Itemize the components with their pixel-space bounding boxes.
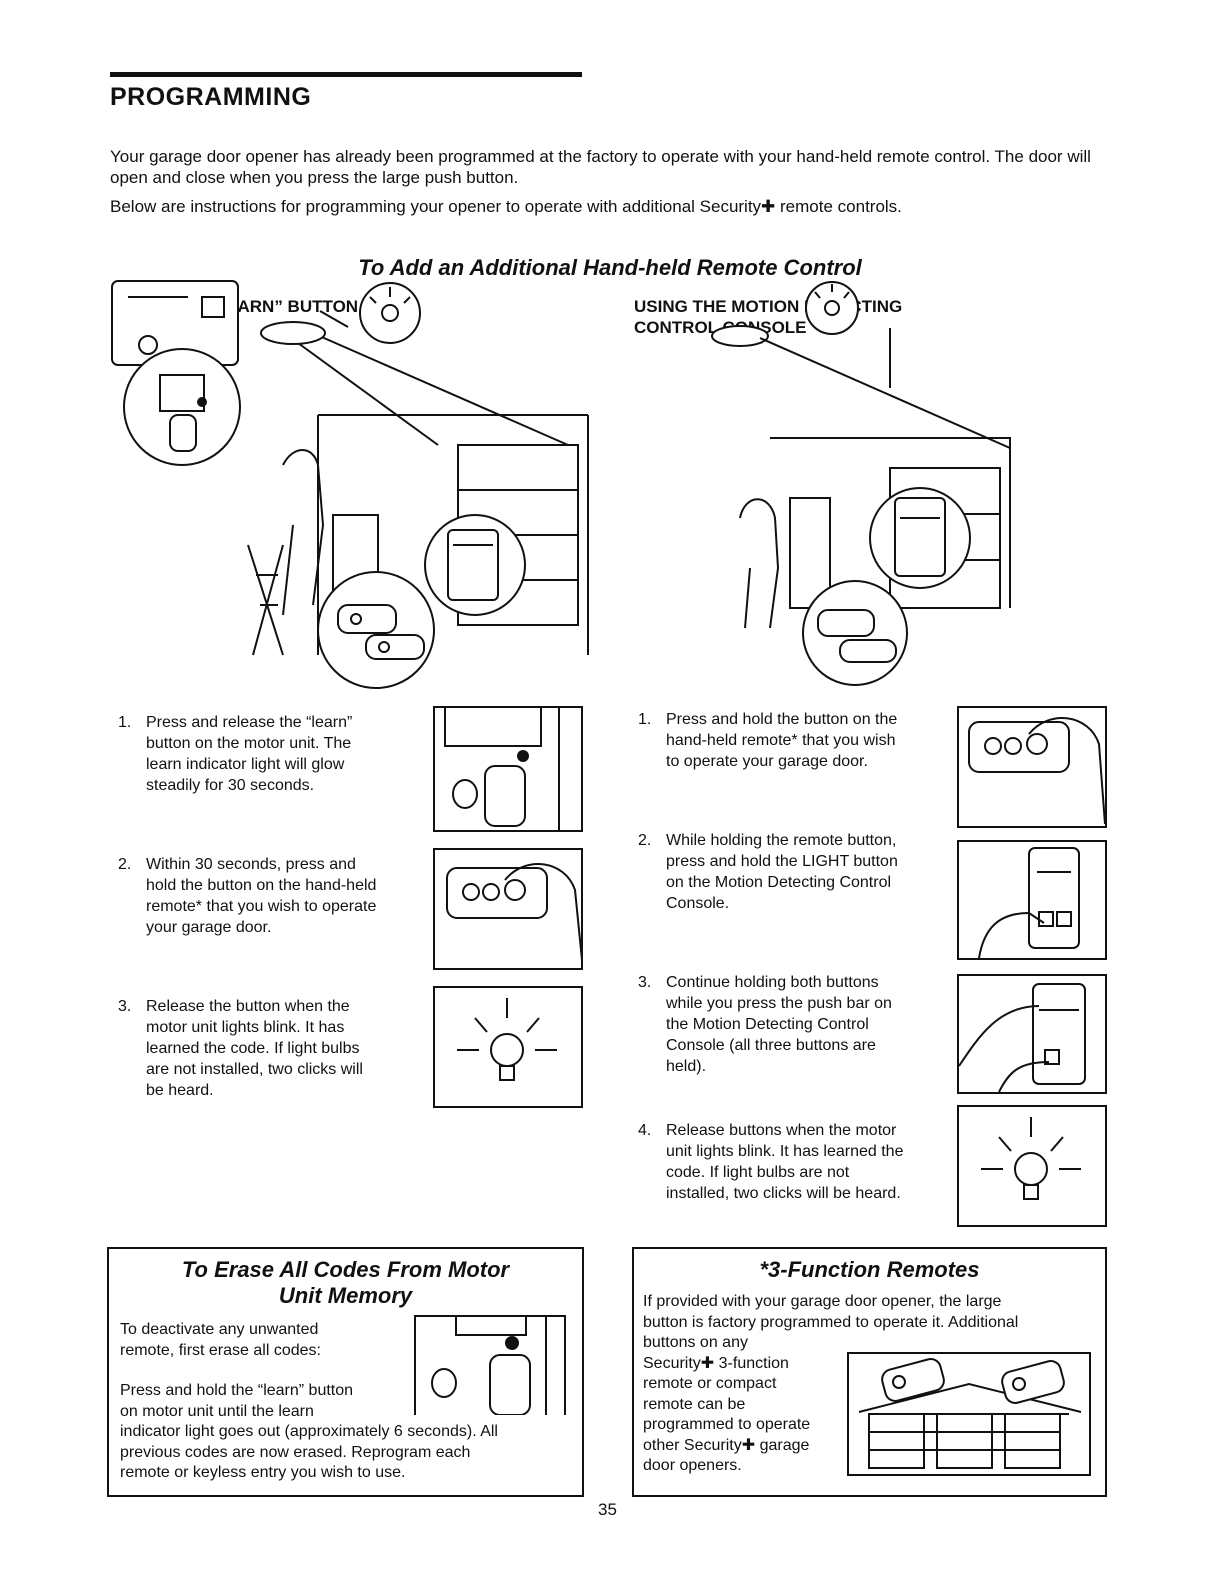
step-line: learned the code. If light bulbs bbox=[146, 1040, 360, 1057]
page-title: PROGRAMMING bbox=[110, 83, 312, 111]
console-light-button-image bbox=[957, 840, 1107, 960]
learn-button-illustration bbox=[108, 275, 598, 690]
step-number: 1. bbox=[118, 714, 132, 731]
erase-panel-title-1: To Erase All Codes From Motor bbox=[181, 1257, 510, 1282]
console-step-3: 3. Continue holding both buttons while y… bbox=[638, 972, 948, 1082]
step-number: 1. bbox=[638, 711, 652, 728]
step-line: Press and hold the button on the bbox=[666, 711, 898, 728]
step-line: installed, two clicks will be heard. bbox=[666, 1185, 901, 1202]
erase-line: Press and hold the “learn” button bbox=[120, 1382, 354, 1399]
intro-paragraph-2: Below are instructions for programming y… bbox=[110, 197, 902, 216]
step-line: hold the button on the hand-held bbox=[146, 877, 377, 894]
learn-step-1: 1. Press and release the “learn” button … bbox=[118, 712, 418, 812]
step-number: 2. bbox=[118, 856, 132, 873]
console-illustration bbox=[700, 268, 1040, 688]
step-line: to operate your garage door. bbox=[666, 753, 868, 770]
console-push-bar-image bbox=[957, 974, 1107, 1094]
erase-codes-panel: To Erase All Codes From Motor Unit Memor… bbox=[107, 1247, 584, 1497]
erase-line: previous codes are now erased. Reprogram… bbox=[120, 1443, 471, 1461]
function-line: buttons on any bbox=[643, 1334, 748, 1351]
erase-line: on motor unit until the learn bbox=[120, 1402, 314, 1420]
erase-line: remote or keyless entry you wish to use. bbox=[120, 1464, 406, 1481]
three-function-remotes-panel: *3-Function Remotes If provided with you… bbox=[632, 1247, 1107, 1497]
remote-hold-image bbox=[957, 706, 1107, 828]
step-line: hand-held remote* that you wish bbox=[666, 732, 896, 749]
step-line: on the Motion Detecting Control bbox=[666, 874, 892, 891]
intro-paragraph-1: Your garage door opener has already been… bbox=[110, 147, 1091, 187]
step-line: held). bbox=[666, 1058, 707, 1075]
erase-line: indicator light goes out (approximately … bbox=[120, 1423, 498, 1440]
remote-press-image bbox=[433, 848, 583, 970]
step-line: code. If light bulbs are not bbox=[666, 1164, 850, 1181]
step-line: While holding the remote button, bbox=[666, 832, 897, 849]
step-line: steadily for 30 seconds. bbox=[146, 777, 315, 794]
step-line: Console. bbox=[666, 895, 730, 912]
erase-line: To deactivate any unwanted bbox=[120, 1321, 319, 1338]
step-number: 3. bbox=[638, 974, 652, 991]
console-step-4: 4. Release buttons when the motor unit l… bbox=[638, 1120, 958, 1210]
function-panel-title: *3-Function Remotes bbox=[759, 1257, 980, 1282]
light-bulb-blink-image bbox=[433, 986, 583, 1108]
step-line: are not installed, two clicks will bbox=[146, 1061, 363, 1078]
erase-learn-button-image bbox=[414, 1315, 566, 1415]
erase-panel-title-2: Unit Memory bbox=[278, 1283, 413, 1308]
step-number: 2. bbox=[638, 832, 652, 849]
learn-button-panel-image bbox=[433, 706, 583, 832]
step-number: 4. bbox=[638, 1122, 652, 1139]
step-line: the Motion Detecting Control bbox=[666, 1016, 869, 1033]
function-line: remote or compact bbox=[643, 1375, 777, 1392]
page-number: 35 bbox=[598, 1500, 617, 1519]
function-line: button is factory programmed to operate … bbox=[643, 1313, 1019, 1331]
function-line: door openers. bbox=[643, 1457, 742, 1474]
function-line: If provided with your garage door opener… bbox=[643, 1293, 1002, 1310]
step-line: Console (all three buttons are bbox=[666, 1037, 876, 1054]
step-line: while you press the push bar on bbox=[666, 995, 892, 1012]
light-bulb-blink-image-2 bbox=[957, 1105, 1107, 1227]
step-line: learn indicator light will glow bbox=[146, 756, 345, 773]
step-line: Press and release the “learn” bbox=[146, 714, 353, 731]
section-title: To Add an Additional Hand-held Remote Co… bbox=[358, 255, 862, 280]
step-line: Within 30 seconds, press and bbox=[146, 856, 356, 873]
step-line: remote* that you wish to operate bbox=[146, 898, 377, 915]
step-line: unit lights blink. It has learned the bbox=[666, 1143, 904, 1160]
learn-step-2: 2. Within 30 seconds, press and hold the… bbox=[118, 854, 418, 954]
erase-line: remote, first erase all codes: bbox=[120, 1341, 321, 1359]
title-rule bbox=[110, 72, 582, 77]
console-step-2: 2. While holding the remote button, pres… bbox=[638, 830, 948, 920]
step-line: button on the motor unit. The bbox=[146, 735, 352, 752]
step-line: be heard. bbox=[146, 1082, 214, 1099]
step-line: Continue holding both buttons bbox=[666, 974, 879, 991]
console-step-1: 1. Press and hold the button on the hand… bbox=[638, 709, 948, 779]
function-line: Security✚ 3-function bbox=[643, 1354, 789, 1372]
function-line: other Security✚ garage bbox=[643, 1436, 810, 1454]
step-line: Release the button when the bbox=[146, 998, 350, 1015]
function-line: programmed to operate bbox=[643, 1416, 811, 1433]
step-line: Release buttons when the motor bbox=[666, 1122, 897, 1139]
step-line: your garage door. bbox=[146, 919, 272, 936]
function-line: remote can be bbox=[643, 1395, 746, 1413]
step-line: press and hold the LIGHT button bbox=[666, 853, 898, 870]
multi-garage-remote-image bbox=[847, 1352, 1091, 1476]
step-line: motor unit lights blink. It has bbox=[146, 1019, 345, 1036]
step-number: 3. bbox=[118, 998, 132, 1015]
learn-step-3: 3. Release the button when the motor uni… bbox=[118, 996, 418, 1106]
